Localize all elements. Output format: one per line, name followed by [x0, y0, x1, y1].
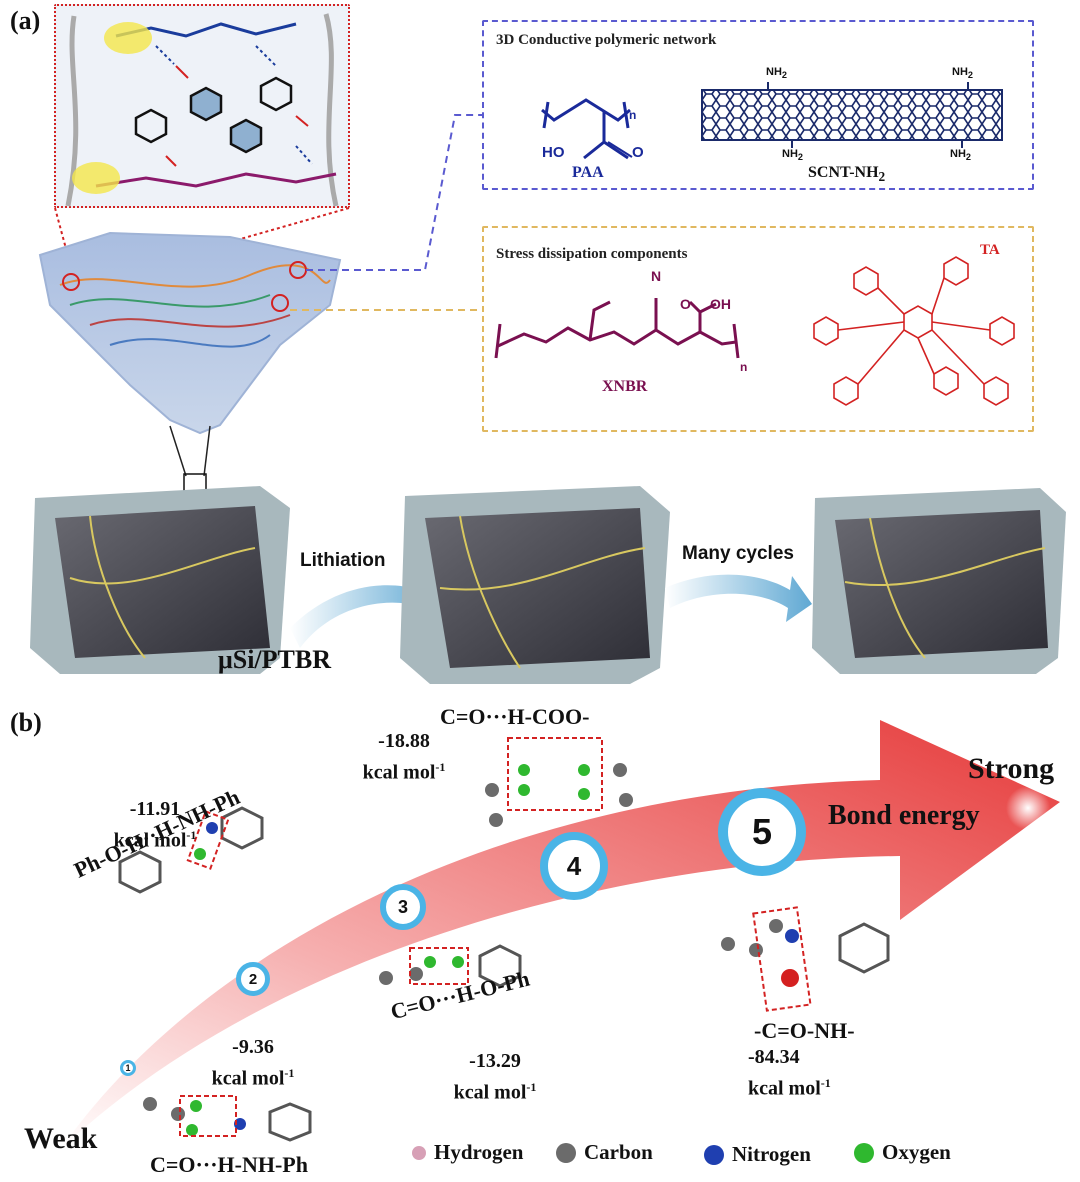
- lithiation-process-art: [30, 486, 1066, 684]
- energy-bond-1: -9.36 kcal mol-1: [211, 1036, 295, 1090]
- bond-4-name: C=O···H-COO-: [440, 704, 590, 729]
- weak-label: Weak: [24, 1122, 98, 1155]
- molecule-bond-3: [379, 944, 522, 988]
- cube-cycled: [812, 488, 1066, 674]
- bond-energy-label: Bond energy: [828, 800, 980, 831]
- strong-label: Strong: [968, 752, 1055, 785]
- paa-label: PAA: [572, 164, 604, 181]
- ta-label: TA: [980, 242, 1000, 258]
- energy-bond-2: -11.91 kcal mol-1: [113, 798, 197, 852]
- xnbr-n-atom: N: [651, 268, 662, 284]
- particle-illustration: [38, 231, 342, 435]
- chemistry-inset: [54, 4, 350, 208]
- molecule-bond-2: [118, 806, 264, 894]
- molecule-bond-5: [721, 906, 890, 1012]
- legend-carbon: Carbon: [556, 1140, 653, 1165]
- paa-n: n: [629, 108, 637, 122]
- cube-lithiated: [400, 486, 670, 684]
- panel-b-label: (b): [10, 708, 42, 737]
- legend-hydrogen: Hydrogen: [412, 1140, 523, 1165]
- badge-5: 5: [718, 788, 806, 876]
- conductive-box-title: 3D Conductive polymeric network: [496, 32, 717, 48]
- scnt-nh2-top-left: NH2: [766, 66, 787, 81]
- energy-bond-5: -84.34 kcal mol-1: [748, 1046, 831, 1100]
- badge-2: 2: [236, 962, 270, 996]
- scnt-label: SCNT-NH2: [808, 164, 886, 185]
- scnt-nh2-bottom-right: NH2: [950, 148, 971, 163]
- energy-bond-3: -13.29 kcal mol-1: [453, 1050, 537, 1104]
- paa-o: O: [632, 144, 644, 161]
- stress-box-title: Stress dissipation components: [496, 246, 688, 262]
- molecule-bond-4: [485, 737, 633, 827]
- badge-3: 3: [380, 884, 426, 930]
- many-cycles-label: Many cycles: [682, 543, 794, 564]
- legend-nitrogen: Nitrogen: [704, 1142, 811, 1167]
- scnt-nh2-top-right: NH2: [952, 66, 973, 81]
- xnbr-n: n: [740, 360, 748, 374]
- conductive-network-box: 3D Conductive polymeric network n HO O P…: [482, 20, 1034, 190]
- scnt-nh2-bottom-left: NH2: [782, 148, 803, 163]
- ta-structure: [813, 256, 1015, 406]
- scnt-structure: [701, 82, 1003, 148]
- cube-initial: [30, 486, 290, 674]
- bond-energy-arrow: [60, 720, 1060, 1150]
- xnbr-o: O: [680, 296, 691, 312]
- legend-oxygen: Oxygen: [854, 1140, 951, 1165]
- legend-oxygen-dot: [854, 1142, 874, 1163]
- legend-nitrogen-dot: [704, 1144, 724, 1165]
- panel-a-label: (a): [10, 6, 41, 35]
- paa-structure: [541, 98, 633, 160]
- molecule-bond-1: [143, 1095, 312, 1142]
- paa-ho: HO: [542, 144, 565, 161]
- lithiation-label: Lithiation: [300, 550, 386, 571]
- badge-4: 4: [540, 832, 608, 900]
- bond-5-name: -C=O-NH-: [754, 1018, 855, 1043]
- stress-dissipation-box: Stress dissipation components N O OH n X…: [482, 226, 1034, 432]
- connector-lines: [290, 114, 482, 311]
- xnbr-label: XNBR: [602, 378, 648, 395]
- legend-carbon-dot: [556, 1142, 576, 1163]
- bond-1-name: C=O···H-NH-Ph: [150, 1152, 308, 1177]
- energy-bond-4: -18.88 kcal mol-1: [362, 730, 446, 784]
- material-label: μSi/PTBR: [218, 645, 331, 674]
- inset-structure-art: [65, 13, 339, 207]
- xnbr-oh: OH: [710, 296, 731, 312]
- xnbr-structure: [494, 298, 740, 359]
- legend-hydrogen-dot: [412, 1145, 426, 1160]
- badge-1: 1: [120, 1060, 136, 1076]
